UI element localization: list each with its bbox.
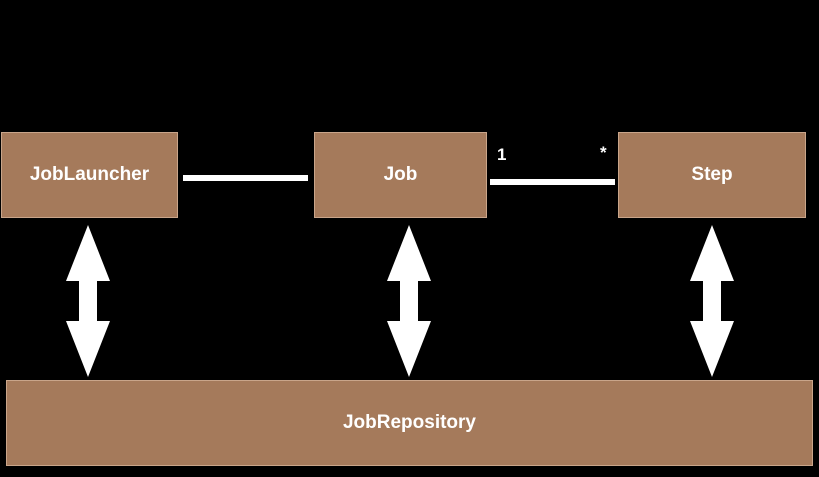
job-step-connector	[490, 179, 615, 185]
step-box: Step	[618, 132, 806, 218]
job-launcher-label: JobLauncher	[29, 164, 150, 185]
job-launcher-box: JobLauncher	[1, 132, 178, 218]
launcher-job-connector	[183, 175, 308, 181]
job-label: Job	[383, 164, 418, 185]
job-repository-double-arrow-icon	[387, 225, 431, 377]
job-step-source-multiplicity: 1	[497, 145, 507, 164]
step-repository-double-arrow-icon	[690, 225, 734, 377]
job-repository-box: JobRepository	[6, 380, 813, 466]
launcher-repository-double-arrow-icon	[66, 225, 110, 377]
step-label: Step	[691, 164, 733, 185]
job-step-target-multiplicity: *	[600, 143, 607, 162]
job-box: Job	[314, 132, 487, 218]
job-repository-label: JobRepository	[342, 412, 477, 433]
